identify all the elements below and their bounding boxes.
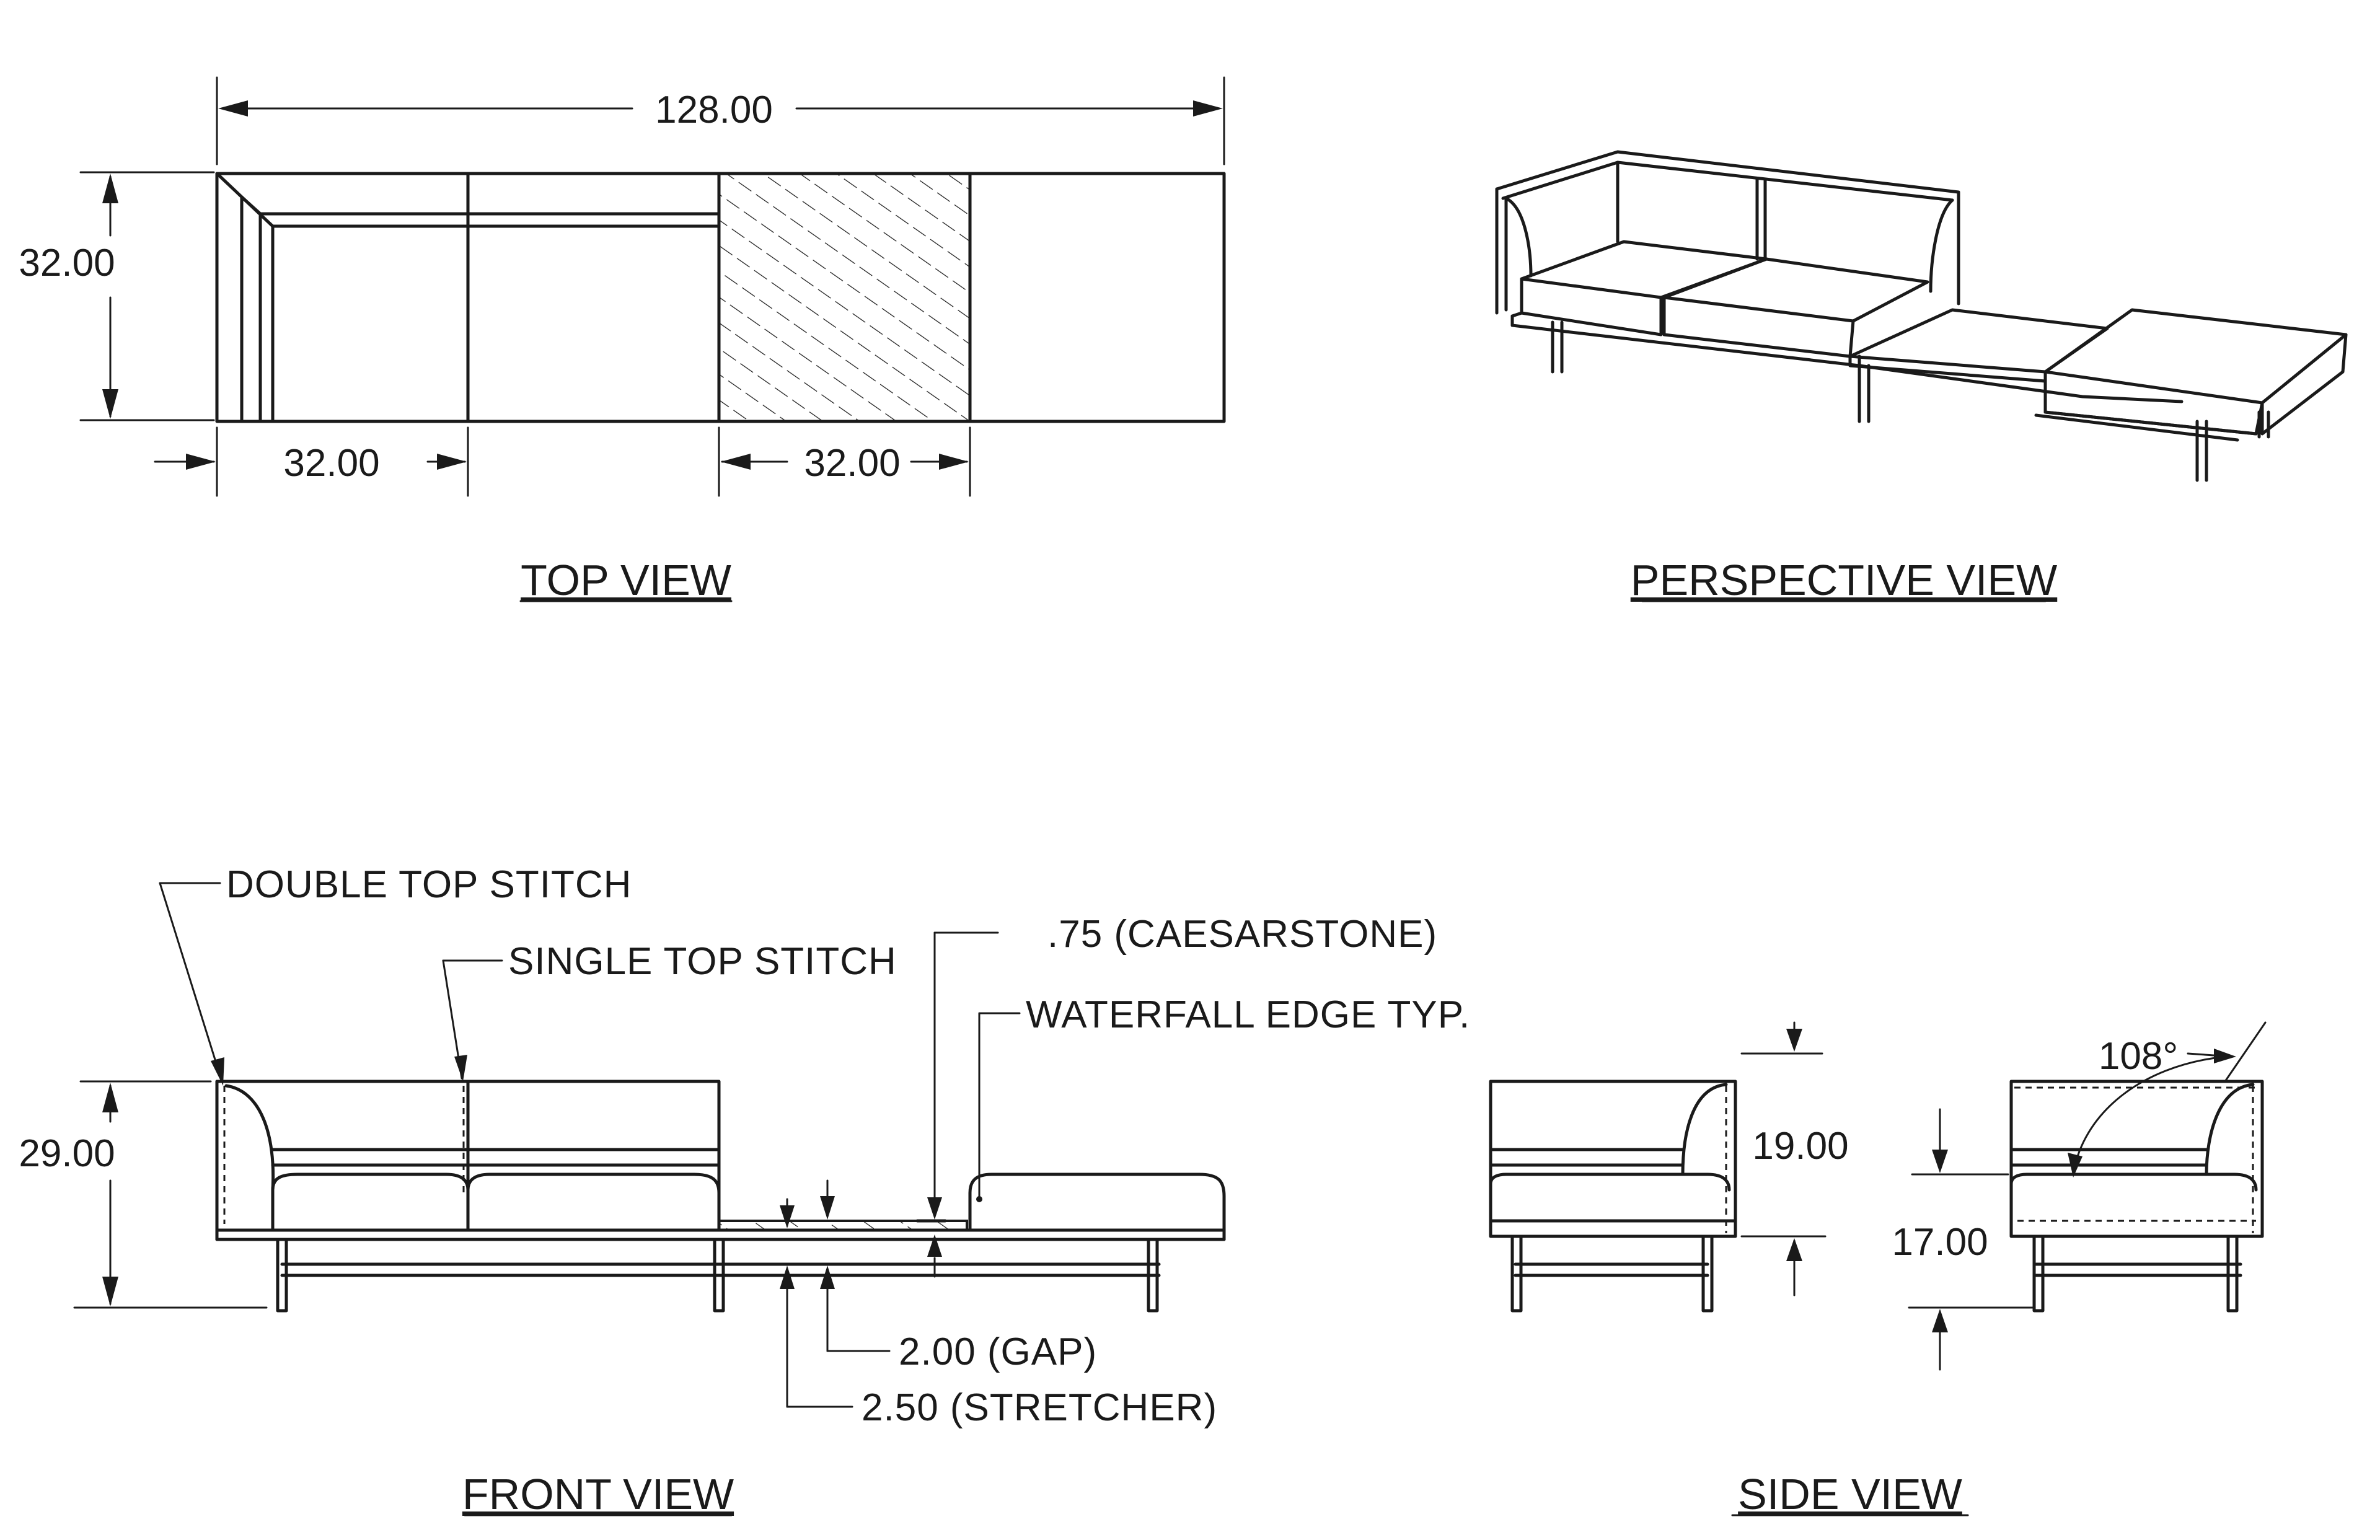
front-view: 29.00 — [19, 863, 1470, 1518]
back-height-label: 19.00 — [1752, 1125, 1848, 1168]
gap-dimension: 2.00 (GAP) — [820, 1179, 1097, 1373]
front-view-title: FRONT VIEW — [462, 1470, 734, 1518]
depth-label: 32.00 — [19, 242, 115, 284]
overall-height-dimension: 29.00 — [19, 1080, 268, 1309]
single-stitch-leader: SINGLE TOP STITCH — [442, 940, 897, 1081]
top-view-title: TOP VIEW — [521, 556, 731, 604]
double-stitch-leader: DOUBLE TOP STITCH — [159, 863, 632, 1086]
overall-length-dimension: 128.00 — [216, 76, 1225, 165]
depth-dimension: 32.00 — [19, 171, 215, 421]
stretcher-note: 2.50 (STRETCHER) — [862, 1386, 1217, 1429]
overall-length-label: 128.00 — [655, 89, 773, 131]
module-width-hatched-label: 32.00 — [804, 442, 900, 485]
seat-height-label: 17.00 — [1892, 1221, 1988, 1264]
double-stitch-note: DOUBLE TOP STITCH — [226, 863, 632, 906]
top-view: 128.00 32.00 — [19, 76, 1226, 604]
module-width-left-dimension: 32.00 — [154, 426, 469, 497]
perspective-view: PERSPECTIVE VIEW — [1495, 150, 2348, 604]
overall-height-label: 29.00 — [19, 1132, 115, 1175]
back-angle-dimension: 108° — [2068, 1021, 2267, 1177]
module-width-hatched-dimension: 32.00 — [718, 426, 971, 497]
back-angle-label: 108° — [2099, 1035, 2178, 1078]
waterfall-leader: WATERFALL EDGE TYP. — [978, 993, 1470, 1200]
single-stitch-note: SINGLE TOP STITCH — [508, 940, 897, 983]
caesarstone-dimension: .75 (CAESARSTONE) — [927, 913, 1437, 1278]
side-view: 19.00 17.00 108° — [1489, 1021, 2267, 1518]
stretcher-dimension: 2.50 (STRETCHER) — [780, 1198, 1217, 1429]
back-height-dimension: 19.00 — [1740, 1021, 1849, 1296]
module-width-left-label: 32.00 — [283, 442, 379, 485]
caesarstone-top-hatch — [720, 175, 969, 420]
gap-note: 2.00 (GAP) — [899, 1331, 1097, 1373]
seat-height-dimension: 17.00 — [1892, 1108, 2034, 1371]
caesarstone-note: .75 (CAESARSTONE) — [1047, 913, 1437, 956]
waterfall-note: WATERFALL EDGE TYP. — [1026, 993, 1470, 1036]
side-view-title: SIDE VIEW — [1738, 1470, 1962, 1518]
perspective-view-title: PERSPECTIVE VIEW — [1631, 556, 2057, 604]
